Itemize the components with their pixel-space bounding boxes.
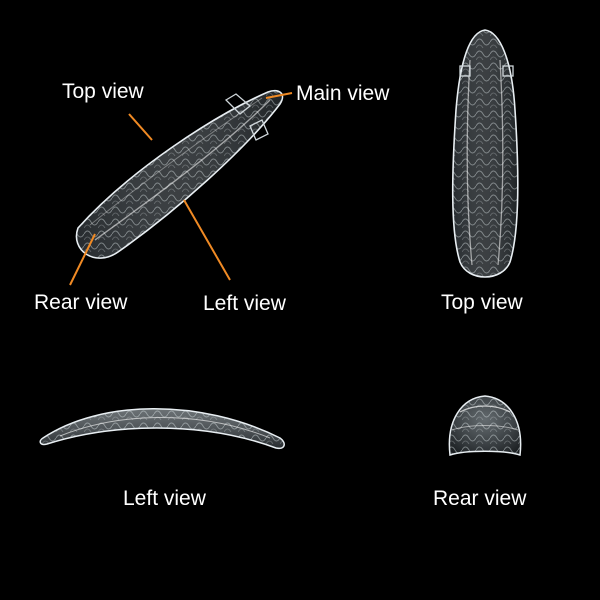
rear-view-callout-label: Rear view	[34, 291, 128, 314]
left-view-nail-image	[39, 408, 285, 450]
left-view-callout-label: Left view	[203, 292, 286, 315]
top-view-caption: Top view	[441, 291, 523, 314]
main-view-nail-image	[75, 89, 284, 259]
top-view-callout-label: Top view	[62, 80, 144, 103]
main-view-leader-line	[265, 92, 293, 99]
top-view-nail-image	[451, 29, 519, 278]
top-view-leader-line	[128, 113, 153, 141]
main-view-callout-label: Main view	[296, 82, 390, 105]
rear-view-caption: Rear view	[433, 487, 527, 510]
rear-view-leader-line	[69, 233, 96, 286]
callout-leader-lines	[69, 92, 293, 286]
rear-view-nail-image	[448, 395, 522, 457]
left-view-leader-line	[183, 199, 231, 281]
left-view-caption: Left view	[123, 487, 206, 510]
